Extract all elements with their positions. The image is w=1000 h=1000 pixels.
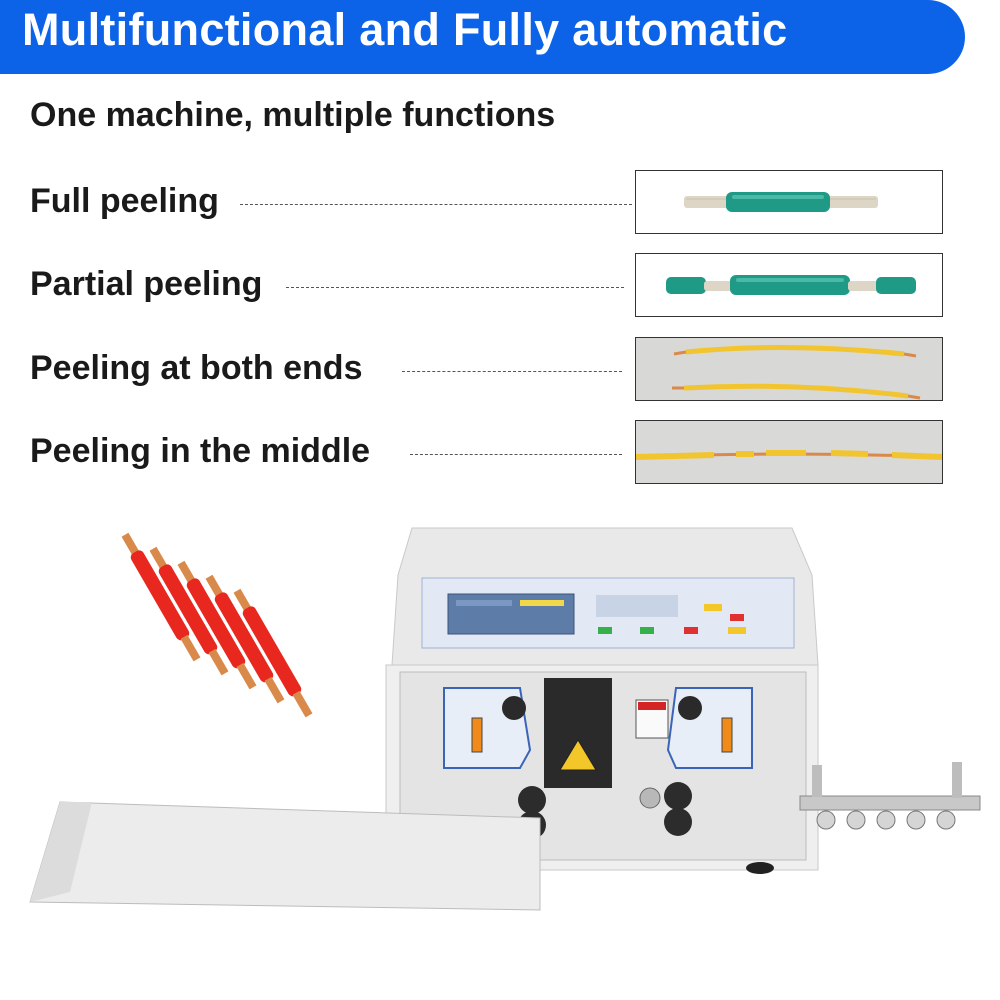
wire-full-peeling-image: [635, 170, 943, 234]
leader-line: [240, 204, 632, 205]
red-stripped-wires: [121, 532, 313, 718]
product-illustration: [0, 500, 1000, 995]
feature-label: Full peeling: [30, 182, 219, 220]
title-banner: Multifunctional and Fully automatic: [0, 0, 965, 74]
feature-row-partial-peeling: Partial peeling: [0, 253, 1000, 319]
feature-label: Peeling at both ends: [30, 349, 363, 387]
leader-line: [410, 454, 622, 455]
page-title: Multifunctional and Fully automatic: [22, 4, 788, 55]
subtitle: One machine, multiple functions: [30, 96, 556, 134]
leader-line: [402, 371, 622, 372]
wire-both-ends-image: [635, 337, 943, 401]
wire-middle-image: [635, 420, 943, 484]
feature-label: Partial peeling: [30, 265, 263, 303]
feature-row-middle: Peeling in the middle: [0, 420, 1000, 486]
wire-partial-peeling-image: [635, 253, 943, 317]
feature-row-both-ends: Peeling at both ends: [0, 337, 1000, 403]
feature-row-full-peeling: Full peeling: [0, 170, 1000, 236]
wire-stripping-machine: [29, 527, 981, 911]
feature-label: Peeling in the middle: [30, 432, 371, 470]
leader-line: [286, 287, 624, 288]
